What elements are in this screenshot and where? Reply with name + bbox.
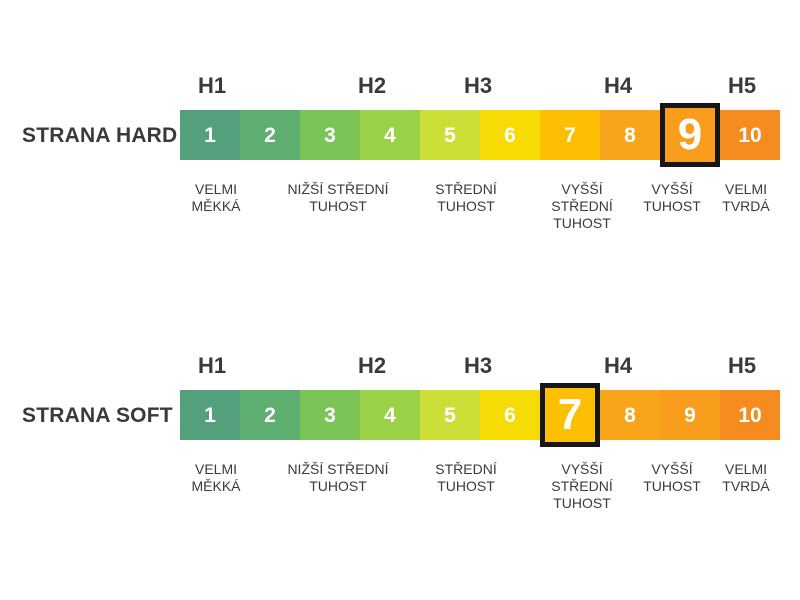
hardness-category-label-h1: H1 — [197, 353, 227, 378]
cell-number: 9 — [684, 403, 696, 427]
firmness-cell-1: 1 — [180, 390, 240, 440]
firmness-description-6: VELMI TVRDÁ — [722, 461, 770, 494]
hardness-category-label-h2: H2 — [357, 73, 387, 98]
hardness-category-label-h4: H4 — [603, 353, 633, 378]
scale-strana-soft: STRANA SOFT H1 H2 H3 H4 H5 1 2 3 4 5 6 7… — [0, 280, 800, 580]
firmness-cell-2: 2 — [240, 390, 300, 440]
hardness-category-label-h5: H5 — [727, 353, 757, 378]
scale-strana-hard: STRANA HARD H1 H2 H3 H4 H5 1 2 3 4 5 6 7… — [22, 73, 780, 231]
cell-number: 6 — [504, 123, 516, 147]
firmness-cell-10: 10 — [720, 110, 780, 160]
cell-number: 8 — [624, 403, 636, 427]
cell-number: 9 — [677, 110, 703, 159]
hardness-category-label-h1: H1 — [197, 73, 227, 98]
highlight-box: 7 — [540, 383, 600, 447]
cell-number: 4 — [384, 403, 396, 427]
hardness-category-label-h5: H5 — [727, 73, 757, 98]
firmness-cell-7: 7 — [540, 110, 600, 160]
firmness-cell-6: 6 — [480, 390, 540, 440]
cell-number: 8 — [624, 123, 636, 147]
firmness-cell-5: 5 — [420, 390, 480, 440]
hardness-category-label-h4: H4 — [603, 73, 633, 98]
firmness-description-1: VELMI MĚKKÁ — [191, 461, 241, 494]
firmness-cell-9-highlighted: 9 — [660, 103, 720, 167]
firmness-cell-7-highlighted: 7 — [540, 383, 600, 447]
cell-number: 2 — [264, 403, 276, 427]
hardness-category-label-h3: H3 — [463, 353, 493, 378]
cell-number: 5 — [444, 123, 456, 147]
firmness-cell-6: 6 — [480, 110, 540, 160]
firmness-cell-8: 8 — [600, 110, 660, 160]
firmness-cell-3: 3 — [300, 390, 360, 440]
cell-number: 5 — [444, 403, 456, 427]
firmness-description-1: VELMI MĚKKÁ — [191, 181, 241, 214]
firmness-cell-1: 1 — [180, 110, 240, 160]
scale-side-label-soft: STRANA SOFT — [22, 404, 173, 427]
firmness-cell-4: 4 — [360, 110, 420, 160]
cell-number: 6 — [504, 403, 516, 427]
cell-number: 10 — [738, 403, 762, 427]
firmness-strip-hard: 1 2 3 4 5 6 7 8 9 10 — [180, 103, 780, 167]
firmness-description-5: VYŠŠÍ TUHOST — [643, 461, 701, 494]
firmness-cell-8: 8 — [600, 390, 660, 440]
highlight-box: 9 — [660, 103, 720, 167]
firmness-description-2: NIŽŠÍ STŘEDNÍ TUHOST — [287, 181, 389, 214]
cell-number: 7 — [557, 390, 583, 439]
firmness-description-4: VYŠŠÍ STŘEDNÍ TUHOST — [551, 181, 613, 231]
firmness-cell-4: 4 — [360, 390, 420, 440]
firmness-cell-5: 5 — [420, 110, 480, 160]
firmness-description-5: VYŠŠÍ TUHOST — [643, 181, 701, 214]
cell-number: 7 — [564, 123, 576, 147]
firmness-description-6: VELMI TVRDÁ — [722, 181, 770, 214]
firmness-description-4: VYŠŠÍ STŘEDNÍ TUHOST — [551, 461, 613, 511]
firmness-description-2: NIŽŠÍ STŘEDNÍ TUHOST — [287, 461, 389, 494]
cell-number: 10 — [738, 123, 762, 147]
firmness-strip-soft: 1 2 3 4 5 6 7 8 9 10 — [180, 383, 780, 447]
cell-number: 3 — [324, 123, 336, 147]
firmness-cell-10: 10 — [720, 390, 780, 440]
firmness-cell-2: 2 — [240, 110, 300, 160]
firmness-cell-9: 9 — [660, 390, 720, 440]
firmness-cell-3: 3 — [300, 110, 360, 160]
cell-number: 3 — [324, 403, 336, 427]
cell-number: 2 — [264, 123, 276, 147]
cell-number: 4 — [384, 123, 396, 147]
scale-side-label-hard: STRANA HARD — [22, 124, 178, 147]
cell-number: 1 — [204, 123, 216, 147]
firmness-description-3: STŘEDNÍ TUHOST — [435, 181, 497, 214]
hardness-category-label-h2: H2 — [357, 353, 387, 378]
cell-number: 1 — [204, 403, 216, 427]
firmness-description-3: STŘEDNÍ TUHOST — [435, 461, 497, 494]
hardness-category-label-h3: H3 — [463, 73, 493, 98]
